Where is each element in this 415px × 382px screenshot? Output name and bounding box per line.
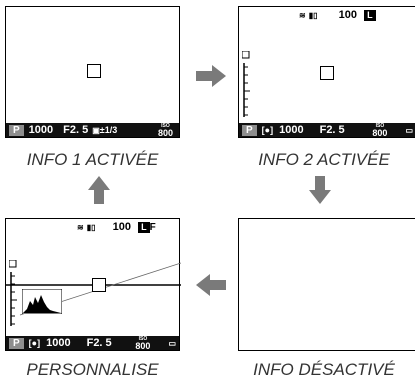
info2-mode: P (242, 124, 257, 136)
caption-off: INFO DÉSACTIVÉ (253, 360, 395, 379)
caption-info1: INFO 1 ACTIVÉE (26, 150, 159, 169)
info1-status-bar: P 1000 F2. 5 ▣±1/3 ISO 800 (6, 123, 179, 138)
info2-shutter: 1000 (279, 124, 304, 136)
histogram-icon (22, 289, 62, 314)
info2-shots: 100 (338, 9, 357, 21)
af-frame-icon (87, 64, 101, 78)
exposure-comp-icon: ▣ (92, 126, 100, 135)
screen-off (238, 218, 415, 351)
screen-info1: P 1000 F2. 5 ▣±1/3 ISO 800 (5, 6, 180, 138)
info1-exposure-comp: ▣±1/3 (92, 125, 118, 135)
info1-mode: P (9, 124, 24, 136)
info1-shutter: 1000 (28, 124, 54, 136)
custom-mode: P (9, 337, 24, 349)
arrow-left-icon (196, 274, 226, 296)
wifi-icon: ≋ (299, 11, 306, 20)
af-frame-icon (92, 278, 106, 292)
arrow-up-icon (88, 176, 110, 204)
custom-quality: F (149, 222, 156, 233)
info1-aperture: F2. 5 (63, 124, 89, 136)
info2-size: L (364, 10, 376, 21)
custom-size: L (138, 222, 150, 233)
custom-shots: 100 (112, 221, 131, 233)
caption-custom: PERSONNALISE (26, 360, 159, 379)
custom-aperture: F2. 5 (86, 337, 112, 349)
arrow-right-icon (196, 65, 226, 87)
wifi-icon: ≋ (77, 223, 84, 232)
battery-icon: ▮▯ (86, 223, 96, 232)
custom-shutter: 1000 (46, 337, 71, 349)
battery-icon: ▮▯ (308, 11, 318, 20)
battery-icon: ▭ (168, 338, 176, 348)
af-frame-icon (320, 66, 334, 80)
custom-status-bar: P [●] 1000 F2. 5 ISO 800 ▭ (6, 336, 179, 351)
info1-iso: ISO 800 (157, 123, 173, 138)
info2-top-info: ≋ ▮▯ 100 L (299, 9, 376, 21)
info2-iso: ISO 800 (372, 123, 388, 138)
screen-info2: ≋ ▮▯ 100 L P [●] 1000 F2. 5 ISO 800 ▭ (238, 6, 415, 138)
exposure-scale-icon (242, 51, 250, 117)
metering-icon: [●] (261, 125, 274, 135)
exposure-scale-icon (9, 260, 17, 326)
caption-info2: INFO 2 ACTIVÉE (258, 150, 390, 169)
arrow-down-icon (309, 176, 331, 204)
metering-icon: [●] (28, 338, 41, 348)
battery-icon: ▭ (405, 125, 413, 135)
info2-aperture: F2. 5 (319, 124, 345, 136)
custom-iso: ISO 800 (135, 336, 151, 351)
info2-status-bar: P [●] 1000 F2. 5 ISO 800 ▭ (239, 123, 415, 138)
